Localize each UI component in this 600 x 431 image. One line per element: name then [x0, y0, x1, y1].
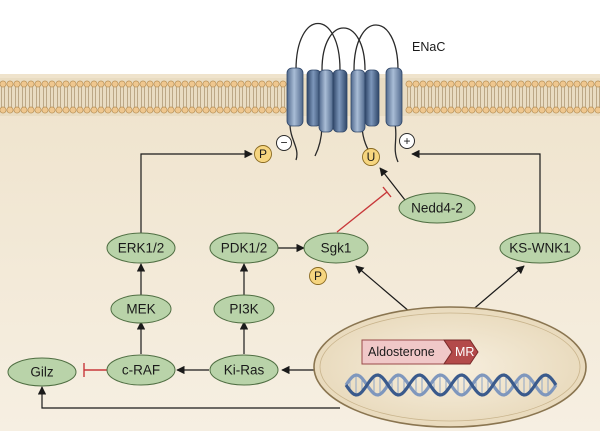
inhibit-sgk-to-nedd	[336, 191, 388, 233]
arrow-nedd-to-ubiquitin	[379, 167, 406, 201]
minus-sign: −	[280, 136, 287, 150]
sgk-label: Sgk1	[321, 241, 352, 256]
kiras-label: Ki-Ras	[224, 363, 265, 378]
craf-label: c-RAF	[122, 363, 160, 378]
protein-nodes: ERK1/2 PDK1/2 Sgk1 P Nedd4-2 KS-WNK1 MEK	[7, 192, 581, 387]
phospho-label: P	[259, 147, 267, 161]
extracellular-space	[0, 0, 600, 74]
node-sgk: Sgk1	[303, 232, 369, 264]
aldosterone-label: Aldosterone	[368, 345, 435, 359]
plus-marker: +	[399, 133, 415, 149]
ubiquitin-marker: U	[362, 148, 380, 166]
node-erk: ERK1/2	[106, 232, 176, 264]
node-mek: MEK	[110, 294, 172, 324]
dna-double-helix	[344, 373, 558, 397]
pi3k-label: PI3K	[229, 302, 258, 317]
gilz-label: Gilz	[30, 365, 53, 380]
nucleus	[313, 306, 587, 428]
phosphorylation-marker-sgk: P	[309, 267, 327, 285]
erk-label: ERK1/2	[118, 241, 165, 256]
arrow-nucleus-to-gilz	[37, 386, 340, 409]
arrow-kswnk-to-channel	[411, 149, 541, 235]
aldosterone-mr-complex: Aldosterone MR	[361, 339, 479, 365]
mr-label: MR	[455, 345, 474, 359]
node-craf: c-RAF	[106, 354, 176, 386]
enac-label: ENaC	[412, 40, 445, 54]
phosphorylation-marker-channel: P	[254, 145, 272, 163]
ubiquitin-label: U	[367, 150, 376, 164]
minus-marker: −	[276, 135, 292, 151]
mek-label: MEK	[126, 302, 155, 317]
node-pdk: PDK1/2	[209, 232, 279, 264]
node-kswnk: KS-WNK1	[499, 232, 581, 264]
arrow-nucleus-to-kswnk	[469, 265, 525, 313]
phospho-label-sgk: P	[314, 269, 322, 283]
kswnk-label: KS-WNK1	[509, 241, 571, 256]
node-gilz: Gilz	[7, 357, 77, 387]
enac-channel	[286, 23, 403, 163]
nedd-label: Nedd4-2	[411, 201, 463, 216]
arrow-nucleus-to-sgk	[355, 265, 411, 313]
pdk-label: PDK1/2	[221, 241, 268, 256]
node-nedd: Nedd4-2	[398, 192, 476, 224]
node-kiras: Ki-Ras	[209, 354, 279, 386]
pathway-arrows	[37, 149, 541, 409]
inhibitory-links	[83, 186, 392, 377]
plus-sign: +	[403, 134, 410, 148]
node-pi3k: PI3K	[213, 294, 275, 324]
arrow-erk-to-channel	[140, 149, 253, 237]
lipid-heads	[0, 80, 600, 114]
